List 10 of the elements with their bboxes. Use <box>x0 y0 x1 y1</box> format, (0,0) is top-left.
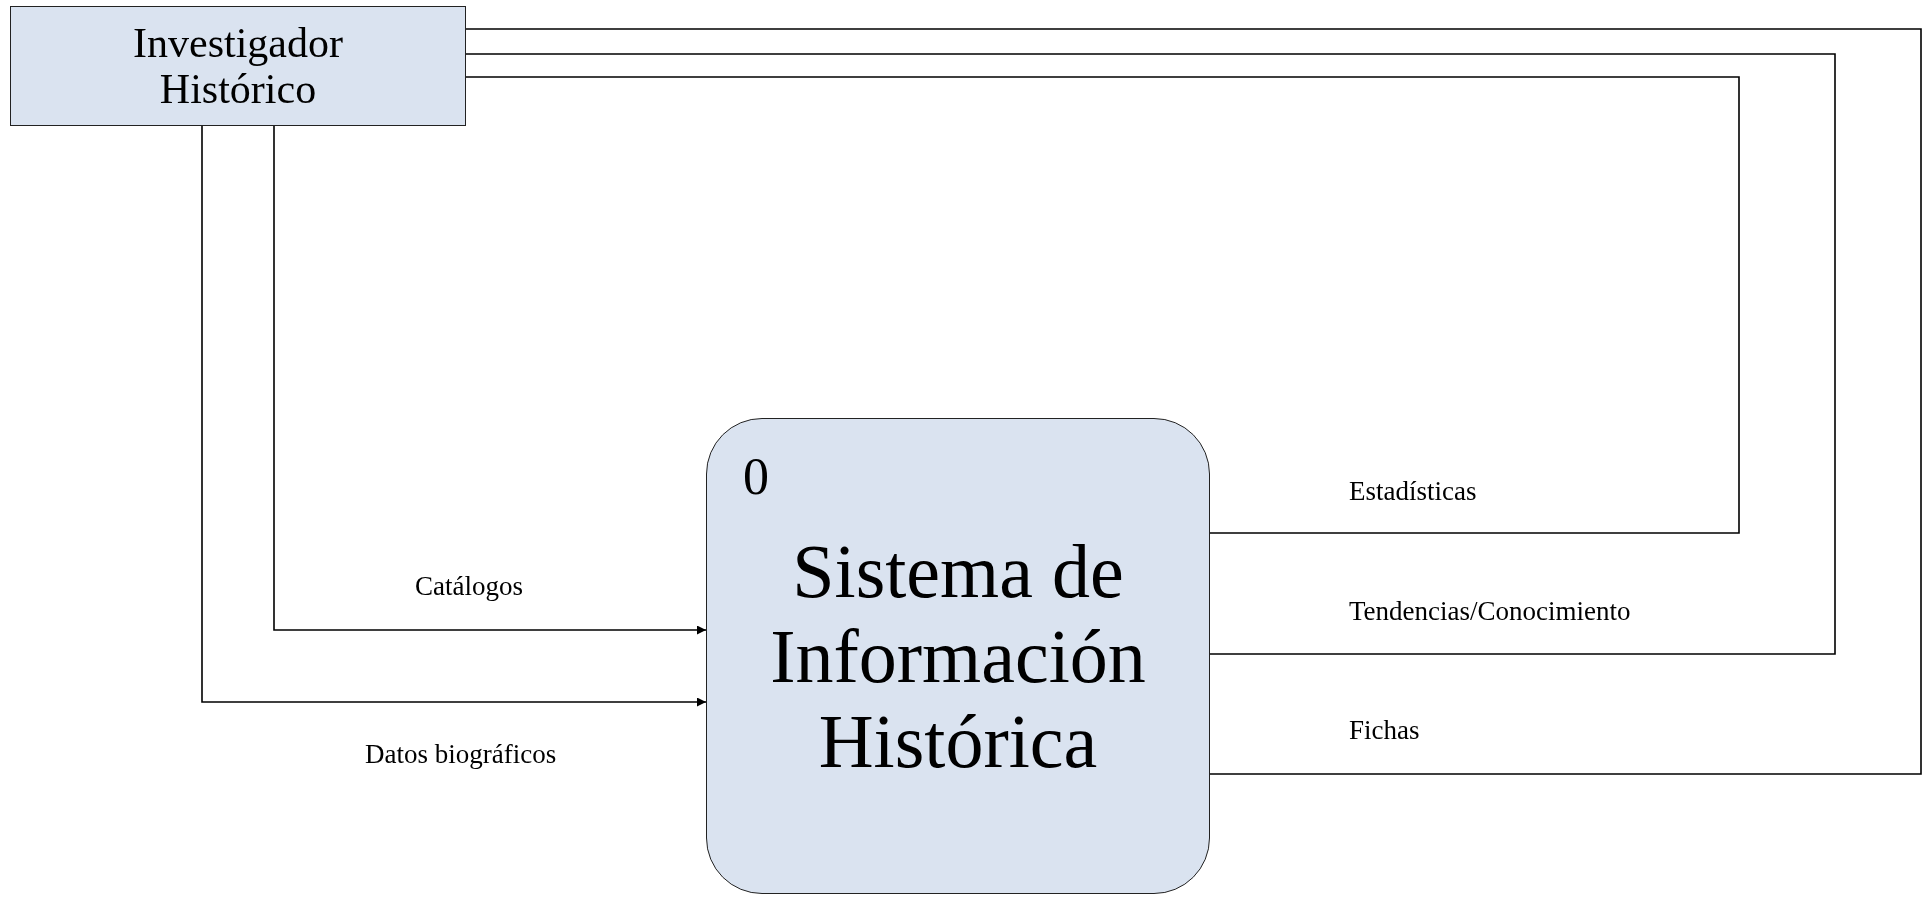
arrow <box>201 125 707 707</box>
entity-box <box>10 6 466 126</box>
process-number: 0 <box>743 451 769 503</box>
process-box <box>706 418 1210 894</box>
connector-line <box>465 76 1740 534</box>
process-name: Sistema de Información Histórica <box>769 529 1147 785</box>
arrow <box>273 125 707 635</box>
connector-line <box>465 53 1836 655</box>
connector-line <box>465 28 1922 775</box>
entity-name: Investigador Histórico <box>132 19 344 113</box>
